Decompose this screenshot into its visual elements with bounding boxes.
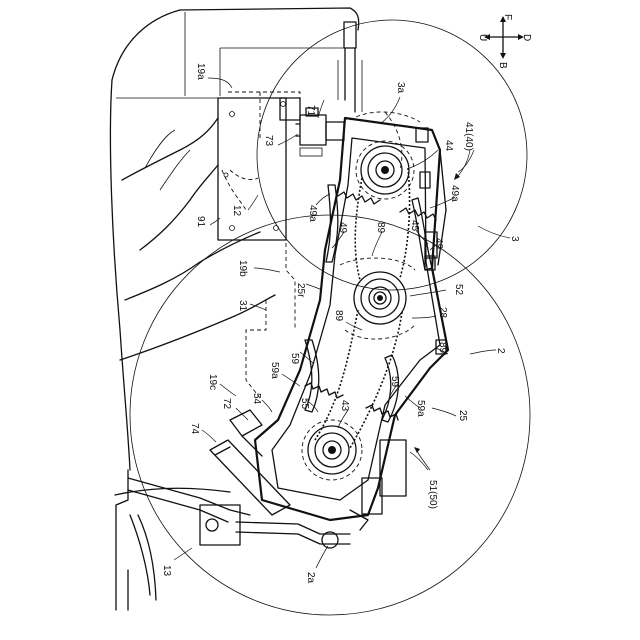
label-41-40: 41(40) [463,122,474,151]
label-19c: 19c [207,374,218,390]
label-19b: 19b [237,260,248,277]
direction-compass: F B U D [477,14,532,69]
label-91: 91 [195,216,206,228]
label-19a: 19a [195,63,206,80]
label-89-mid: 89 [333,310,344,322]
label-51-50: 51(50) [427,480,438,509]
rod-13 [128,478,350,610]
label-55: 55 [299,398,310,410]
label-31: 31 [237,300,248,312]
label-71: 71 [305,105,316,117]
label-3a: 3a [395,82,406,94]
housing-plate-12 [218,98,300,240]
compass-up-label: F [502,14,513,20]
label-54: 54 [251,393,262,405]
label-25r: 25r [295,283,306,298]
label-49a-right: 49a [449,185,460,202]
label-89-top: 89 [375,222,386,234]
label-43: 43 [339,400,350,412]
label-3: 3 [509,236,520,242]
middle-sprocket-52 [340,258,415,339]
lower-sprocket-43 [302,420,362,480]
label-49-right: 49 [433,238,444,250]
label-52: 52 [453,284,464,296]
upper-post-assembly [338,22,362,112]
spring-49a-right [400,208,436,220]
label-13: 13 [161,565,172,577]
compass-left-label: U [477,34,488,41]
label-44: 44 [443,140,454,152]
bracket-72 [230,410,262,456]
lower-chain [315,310,402,448]
label-59a-right: 59a [415,400,426,417]
label-49-left: 49 [337,222,348,234]
label-74: 74 [189,423,200,435]
label-45: 45 [409,220,420,232]
compass-right-label: D [521,34,532,41]
actuator-71 [296,108,344,156]
label-28: 28 [437,307,448,319]
label-12: 12 [231,205,242,217]
dashed-bracket-19 [222,92,300,398]
label-2a: 2a [305,572,316,584]
label-25: 25 [457,410,468,422]
label-89-low: 89 [437,342,448,354]
compass-down-label: B [497,62,508,69]
label-59-right: 59 [389,376,400,388]
upper-sprocket-44 [356,141,414,199]
label-72: 72 [221,398,232,410]
label-59a-left: 59a [269,362,280,379]
label-2: 2 [495,348,506,354]
label-73: 73 [263,135,274,147]
label-49a-top: 49a [307,205,318,222]
label-59-top: 59 [289,353,300,365]
